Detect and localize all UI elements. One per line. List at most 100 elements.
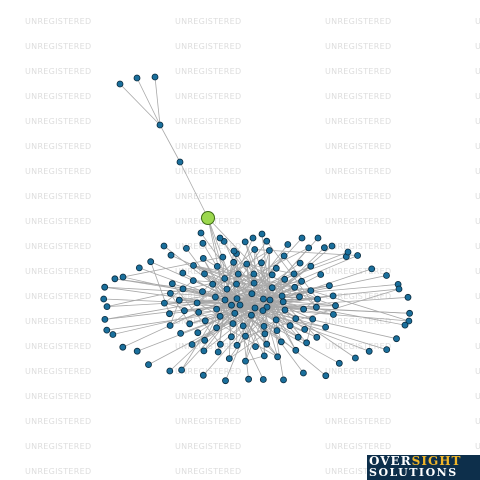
- watermark-text: UNREGISTERED: [475, 267, 480, 276]
- graph-node: [314, 295, 321, 303]
- graph-node: [320, 244, 328, 252]
- graph-node: [239, 322, 247, 330]
- graph-node: [248, 290, 256, 298]
- graph-edge: [219, 237, 271, 301]
- logo-word-sight: SIGHT: [411, 454, 462, 468]
- focus-node: [201, 211, 215, 225]
- graph-node: [322, 372, 330, 380]
- graph-edge: [154, 76, 161, 126]
- graph-node: [178, 366, 186, 374]
- graph-node: [272, 264, 280, 272]
- graph-node: [259, 307, 267, 315]
- graph-node: [199, 239, 207, 247]
- watermark-text: UNREGISTERED: [475, 417, 480, 426]
- watermark-text: UNREGISTERED: [25, 92, 91, 101]
- graph-node: [263, 340, 271, 348]
- watermark-text: UNREGISTERED: [475, 317, 480, 326]
- graph-node: [199, 288, 206, 296]
- graph-node: [228, 301, 235, 309]
- graph-node: [368, 265, 376, 273]
- graph-node: [305, 244, 313, 252]
- graph-node: [303, 339, 311, 347]
- graph-node: [274, 353, 282, 361]
- graph-node: [190, 262, 197, 269]
- watermark-text: UNREGISTERED: [175, 92, 241, 101]
- watermark-text: UNREGISTERED: [25, 367, 91, 376]
- graph-node: [160, 299, 168, 307]
- graph-node: [160, 242, 168, 250]
- graph-node: [101, 315, 109, 323]
- graph-edge: [269, 299, 284, 380]
- watermark-text: UNREGISTERED: [325, 292, 391, 301]
- graph-node: [383, 346, 391, 354]
- watermark-text: UNREGISTERED: [325, 42, 391, 51]
- graph-edge: [294, 287, 317, 308]
- graph-edge: [233, 262, 238, 346]
- watermark-text: UNREGISTERED: [175, 267, 241, 276]
- graph-edge: [202, 262, 234, 292]
- graph-node: [186, 320, 194, 328]
- graph-edge: [310, 290, 410, 322]
- graph-node: [332, 302, 339, 310]
- graph-node: [296, 259, 304, 267]
- graph-node: [145, 361, 152, 369]
- graph-node: [167, 251, 175, 259]
- graph-node: [279, 298, 287, 306]
- graph-node: [213, 305, 221, 313]
- graph-node: [365, 347, 373, 355]
- graph-node: [281, 275, 289, 283]
- watermark-text: UNREGISTERED: [175, 442, 241, 451]
- graph-node: [325, 282, 333, 290]
- watermark-text: UNREGISTERED: [175, 367, 241, 376]
- watermark-text: UNREGISTERED: [325, 192, 391, 201]
- graph-node: [133, 74, 141, 82]
- graph-edge: [106, 307, 256, 331]
- oversight-solutions-logo: OVERSIGHT SOLUTIONS: [367, 455, 480, 480]
- graph-node: [268, 284, 276, 292]
- graph-edge: [234, 312, 265, 327]
- graph-edge: [122, 299, 226, 348]
- watermark-text: UNREGISTERED: [25, 267, 91, 276]
- graph-node: [261, 330, 269, 338]
- graph-node: [329, 292, 337, 300]
- watermark-text: UNREGISTERED: [475, 292, 480, 301]
- graph-edge: [103, 298, 241, 306]
- graph-node: [406, 309, 414, 317]
- graph-node: [223, 285, 231, 293]
- watermark-text: UNREGISTERED: [325, 367, 391, 376]
- graph-node: [344, 248, 352, 256]
- graph-node: [312, 303, 320, 311]
- graph-edge: [179, 161, 209, 219]
- graph-edge: [283, 298, 318, 303]
- graph-node: [135, 264, 143, 272]
- watermark-text: UNREGISTERED: [325, 242, 391, 251]
- watermark-text: UNREGISTERED: [475, 367, 480, 376]
- watermark-text: UNREGISTERED: [25, 67, 91, 76]
- graph-node: [251, 246, 259, 253]
- graph-node: [166, 367, 174, 375]
- watermark-text: UNREGISTERED: [325, 67, 391, 76]
- watermark-text: UNREGISTERED: [25, 17, 91, 26]
- graph-edge: [236, 319, 277, 346]
- watermark-text: UNREGISTERED: [175, 192, 241, 201]
- watermark-text: UNREGISTERED: [25, 417, 91, 426]
- watermark-text: UNREGISTERED: [25, 242, 91, 251]
- graph-node: [151, 73, 159, 81]
- graph-node: [147, 258, 155, 266]
- graph-node: [119, 273, 127, 281]
- graph-node: [329, 311, 337, 318]
- watermark-text: UNREGISTERED: [475, 17, 480, 26]
- graph-node: [168, 280, 176, 288]
- graph-node: [179, 285, 187, 293]
- graph-node: [241, 238, 249, 246]
- watermark-text: UNREGISTERED: [325, 342, 391, 351]
- graph-node: [307, 287, 315, 295]
- watermark-text: UNREGISTERED: [25, 392, 91, 401]
- graph-edge: [137, 299, 271, 352]
- graph-node: [292, 346, 300, 354]
- graph-node: [243, 260, 251, 268]
- graph-node: [242, 332, 249, 340]
- graph-edge: [164, 302, 199, 313]
- graph-node: [286, 322, 294, 330]
- graph-node: [251, 304, 259, 312]
